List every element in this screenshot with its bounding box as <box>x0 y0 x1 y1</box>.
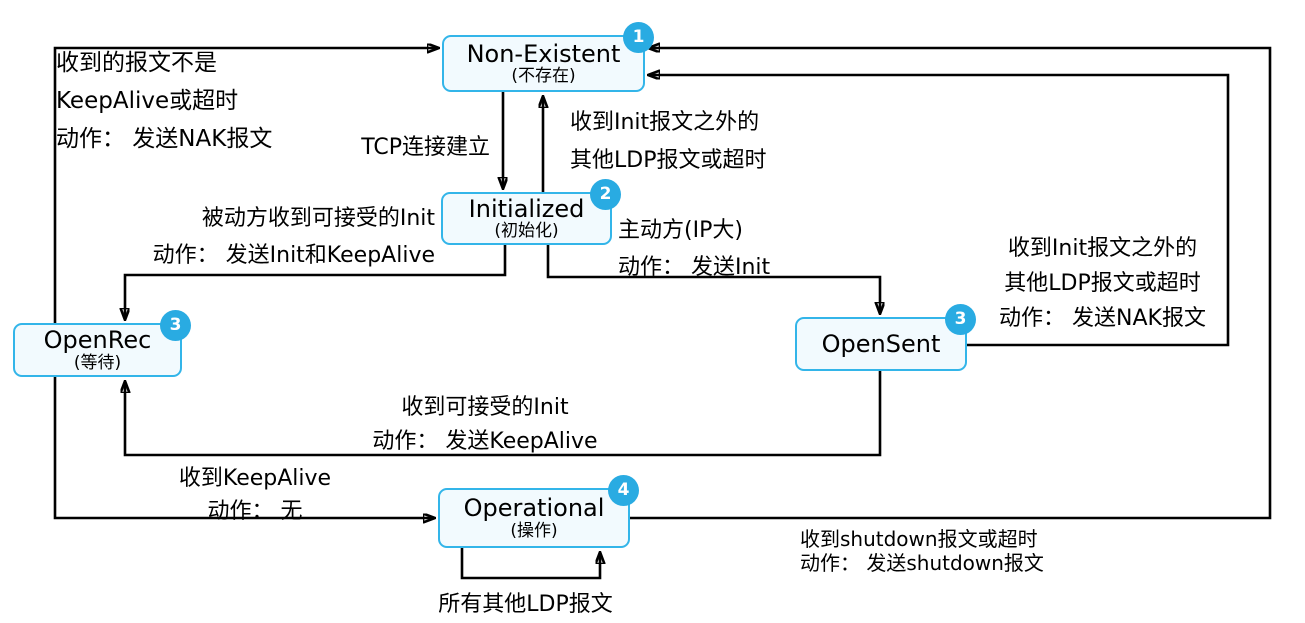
edge-openrec-to-nonexistent <box>53 48 438 323</box>
edge-label-operational-to-nonexistent: 收到shutdown报文或超时 动作： 发送shutdown报文 <box>800 527 1044 575</box>
node-subtitle: (操作) <box>510 520 558 541</box>
step-badge: 3 <box>945 304 976 335</box>
node-title: OpenRec <box>43 326 152 355</box>
step-badge: 2 <box>590 179 621 210</box>
node-subtitle: (不存在) <box>511 66 576 87</box>
edge-label-openrec-to-nonexistent: 收到的报文不是 KeepAlive或超时 动作： 发送NAK报文 <box>56 50 273 152</box>
edge-label-initialized-to-openrec: 被动方收到可接受的Init 动作： 发送Init和KeepAlive <box>152 206 435 268</box>
node-title: Non-Existent <box>466 39 621 68</box>
edge-label-initialized-to-nonexistent: 收到Init报文之外的 其他LDP报文或超时 <box>570 110 767 173</box>
edge-label-initialized-to-opensent: 主动方(IP大) 动作： 发送Init <box>618 218 771 280</box>
edge-label-operational-selfloop: 所有其他LDP报文 <box>438 592 613 617</box>
edge-operational-selfloop <box>460 548 600 580</box>
state-node-non-existent: Non-Existent (不存在) 1 <box>442 22 654 92</box>
node-subtitle: (等待) <box>73 352 122 373</box>
state-node-operational: Operational (操作) 4 <box>438 475 639 548</box>
node-title: OpenSent <box>821 329 941 358</box>
edge-opensent-to-openrec <box>125 371 882 457</box>
edge-initialized-to-openrec <box>125 245 507 319</box>
node-title: Operational <box>463 494 605 523</box>
step-badge: 3 <box>160 310 191 341</box>
edge-initialized-to-opensent <box>546 245 880 313</box>
edge-label-opensent-to-openrec: 收到可接受的Init 动作： 发送KeepAlive <box>372 395 598 454</box>
edge-label-opensent-to-nonexistent: 收到Init报文之外的 其他LDP报文或超时 动作： 发送NAK报文 <box>999 236 1206 331</box>
edge-opensent-to-nonexistent <box>649 75 1230 347</box>
edge-openrec-to-operational <box>53 377 434 518</box>
edge-label-tcp-setup: TCP连接建立 <box>361 135 490 160</box>
state-node-openrec: OpenRec (等待) 3 <box>13 310 191 377</box>
edge-label-openrec-to-operational: 收到KeepAlive 动作： 无 <box>178 466 332 524</box>
step-badge: 1 <box>623 22 654 53</box>
state-node-opensent: OpenSent 3 <box>795 304 976 371</box>
step-badge: 4 <box>608 475 639 506</box>
edge-operational-to-nonexistent <box>630 48 1272 520</box>
node-subtitle: (初始化) <box>494 221 559 242</box>
node-title: Initialized <box>468 194 585 223</box>
state-node-initialized: Initialized (初始化) 2 <box>441 179 621 245</box>
